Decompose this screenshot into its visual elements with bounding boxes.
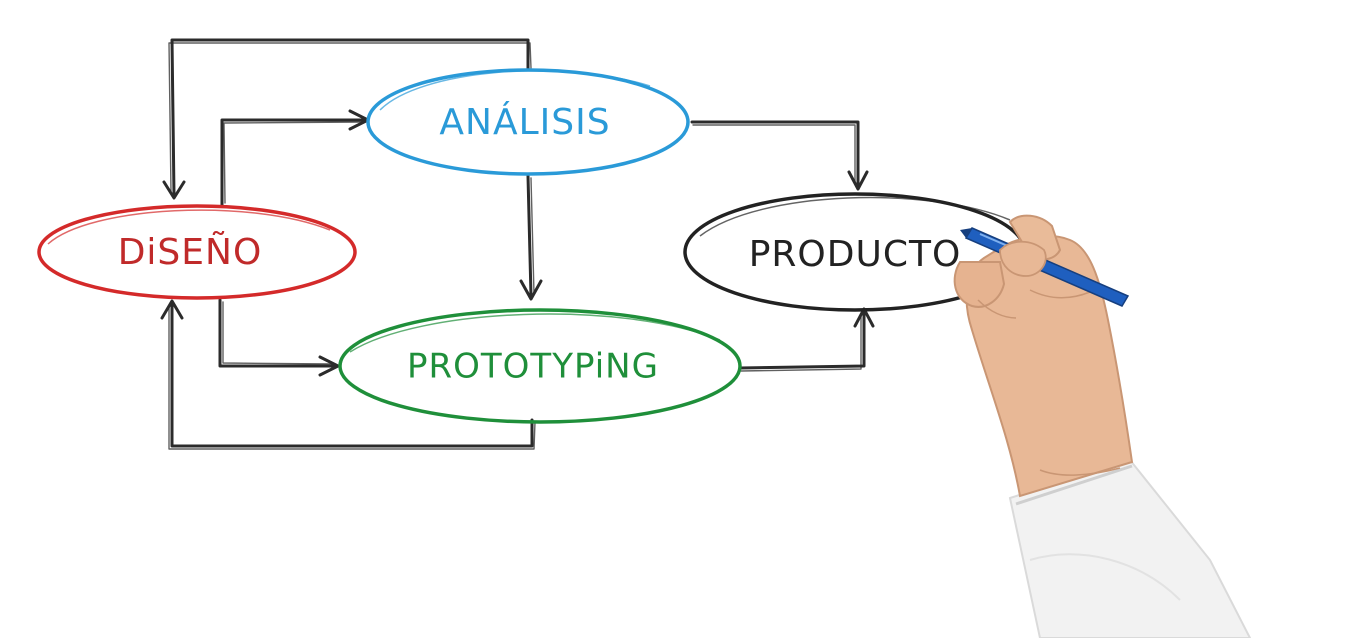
edge-prototyping-to-producto [738,307,875,372]
node-diseno-outline [37,204,357,300]
connectors [160,38,875,450]
edge-analisis-to-prototyping [519,174,543,301]
node-diseno: DiSEÑO [37,204,357,300]
node-analisis-label: ANÁLISIS [439,101,610,143]
edge-analisis-to-diseno [162,38,532,200]
node-diseno-label: DiSEÑO [118,231,263,273]
thumb [953,261,1006,308]
node-producto-label: PRODUCTO [749,234,962,275]
node-prototyping: PROTOTYPiNG [338,308,742,424]
edge-diseno-to-analisis [220,109,370,207]
node-prototyping-label: PROTOTYPiNG [407,347,659,387]
node-analisis: ANÁLISIS [366,68,690,176]
hand-with-marker-illustration [953,214,1252,638]
node-prototyping-outline [338,308,742,424]
edge-analisis-to-producto [690,120,869,191]
edge-prototyping-to-diseno [160,299,536,450]
node-analisis-outline [366,68,690,176]
node-producto: PRODUCTO [683,192,1027,312]
edge-diseno-to-prototyping [218,298,340,377]
